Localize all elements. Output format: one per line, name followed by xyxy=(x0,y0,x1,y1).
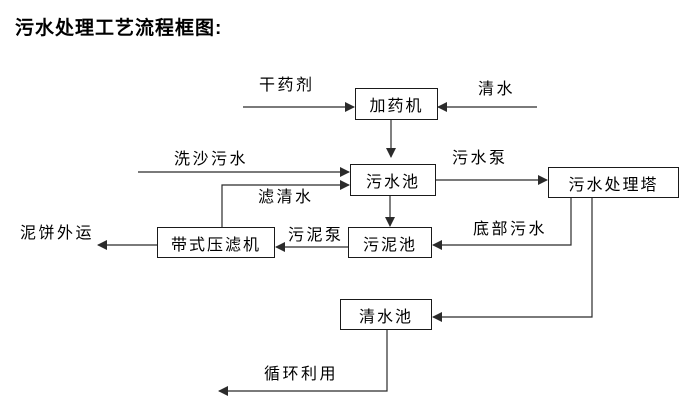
label-filtered-water: 滤清水 xyxy=(258,189,314,206)
node-belt-filter-press: 带式压滤机 xyxy=(157,227,275,258)
label-sewage-pump: 污水泵 xyxy=(452,150,508,167)
node-dosing-machine: 加药机 xyxy=(355,88,438,120)
label-dry-agent: 干药剂 xyxy=(259,77,315,94)
label-bottom-sewage: 底部污水 xyxy=(473,221,548,238)
edge-clean-water-pool-to-recycle xyxy=(217,330,388,397)
edge-filtered-water-to-sewage-pool xyxy=(221,179,351,227)
label-sand-washing-sewage: 洗沙污水 xyxy=(174,151,249,168)
node-treatment-tower: 污水处理塔 xyxy=(548,167,679,198)
edge-bottom-sewage-to-sludge-pool xyxy=(431,198,572,251)
label-mud-cake-out: 泥饼外运 xyxy=(20,225,95,242)
node-sewage-pool: 污水池 xyxy=(350,164,436,196)
label-clean-water: 清水 xyxy=(478,81,516,98)
node-clean-water-pool: 清水池 xyxy=(340,299,432,330)
node-dosing-machine-label: 加药机 xyxy=(369,98,424,115)
node-treatment-tower-label: 污水处理塔 xyxy=(568,176,659,194)
node-belt-filter-press-label: 带式压滤机 xyxy=(170,236,261,254)
label-sludge-pump: 污泥泵 xyxy=(288,227,344,244)
node-sewage-pool-label: 污水池 xyxy=(365,174,420,191)
edge-treatment-tower-to-clean-water-pool xyxy=(431,198,593,323)
node-sludge-pool-label: 污泥池 xyxy=(362,236,417,254)
node-clean-water-pool-label: 清水池 xyxy=(358,308,413,326)
node-sludge-pool: 污泥池 xyxy=(348,227,432,258)
label-recycle-use: 循环利用 xyxy=(264,366,339,383)
page-title: 污水处理工艺流程框图: xyxy=(15,18,223,39)
